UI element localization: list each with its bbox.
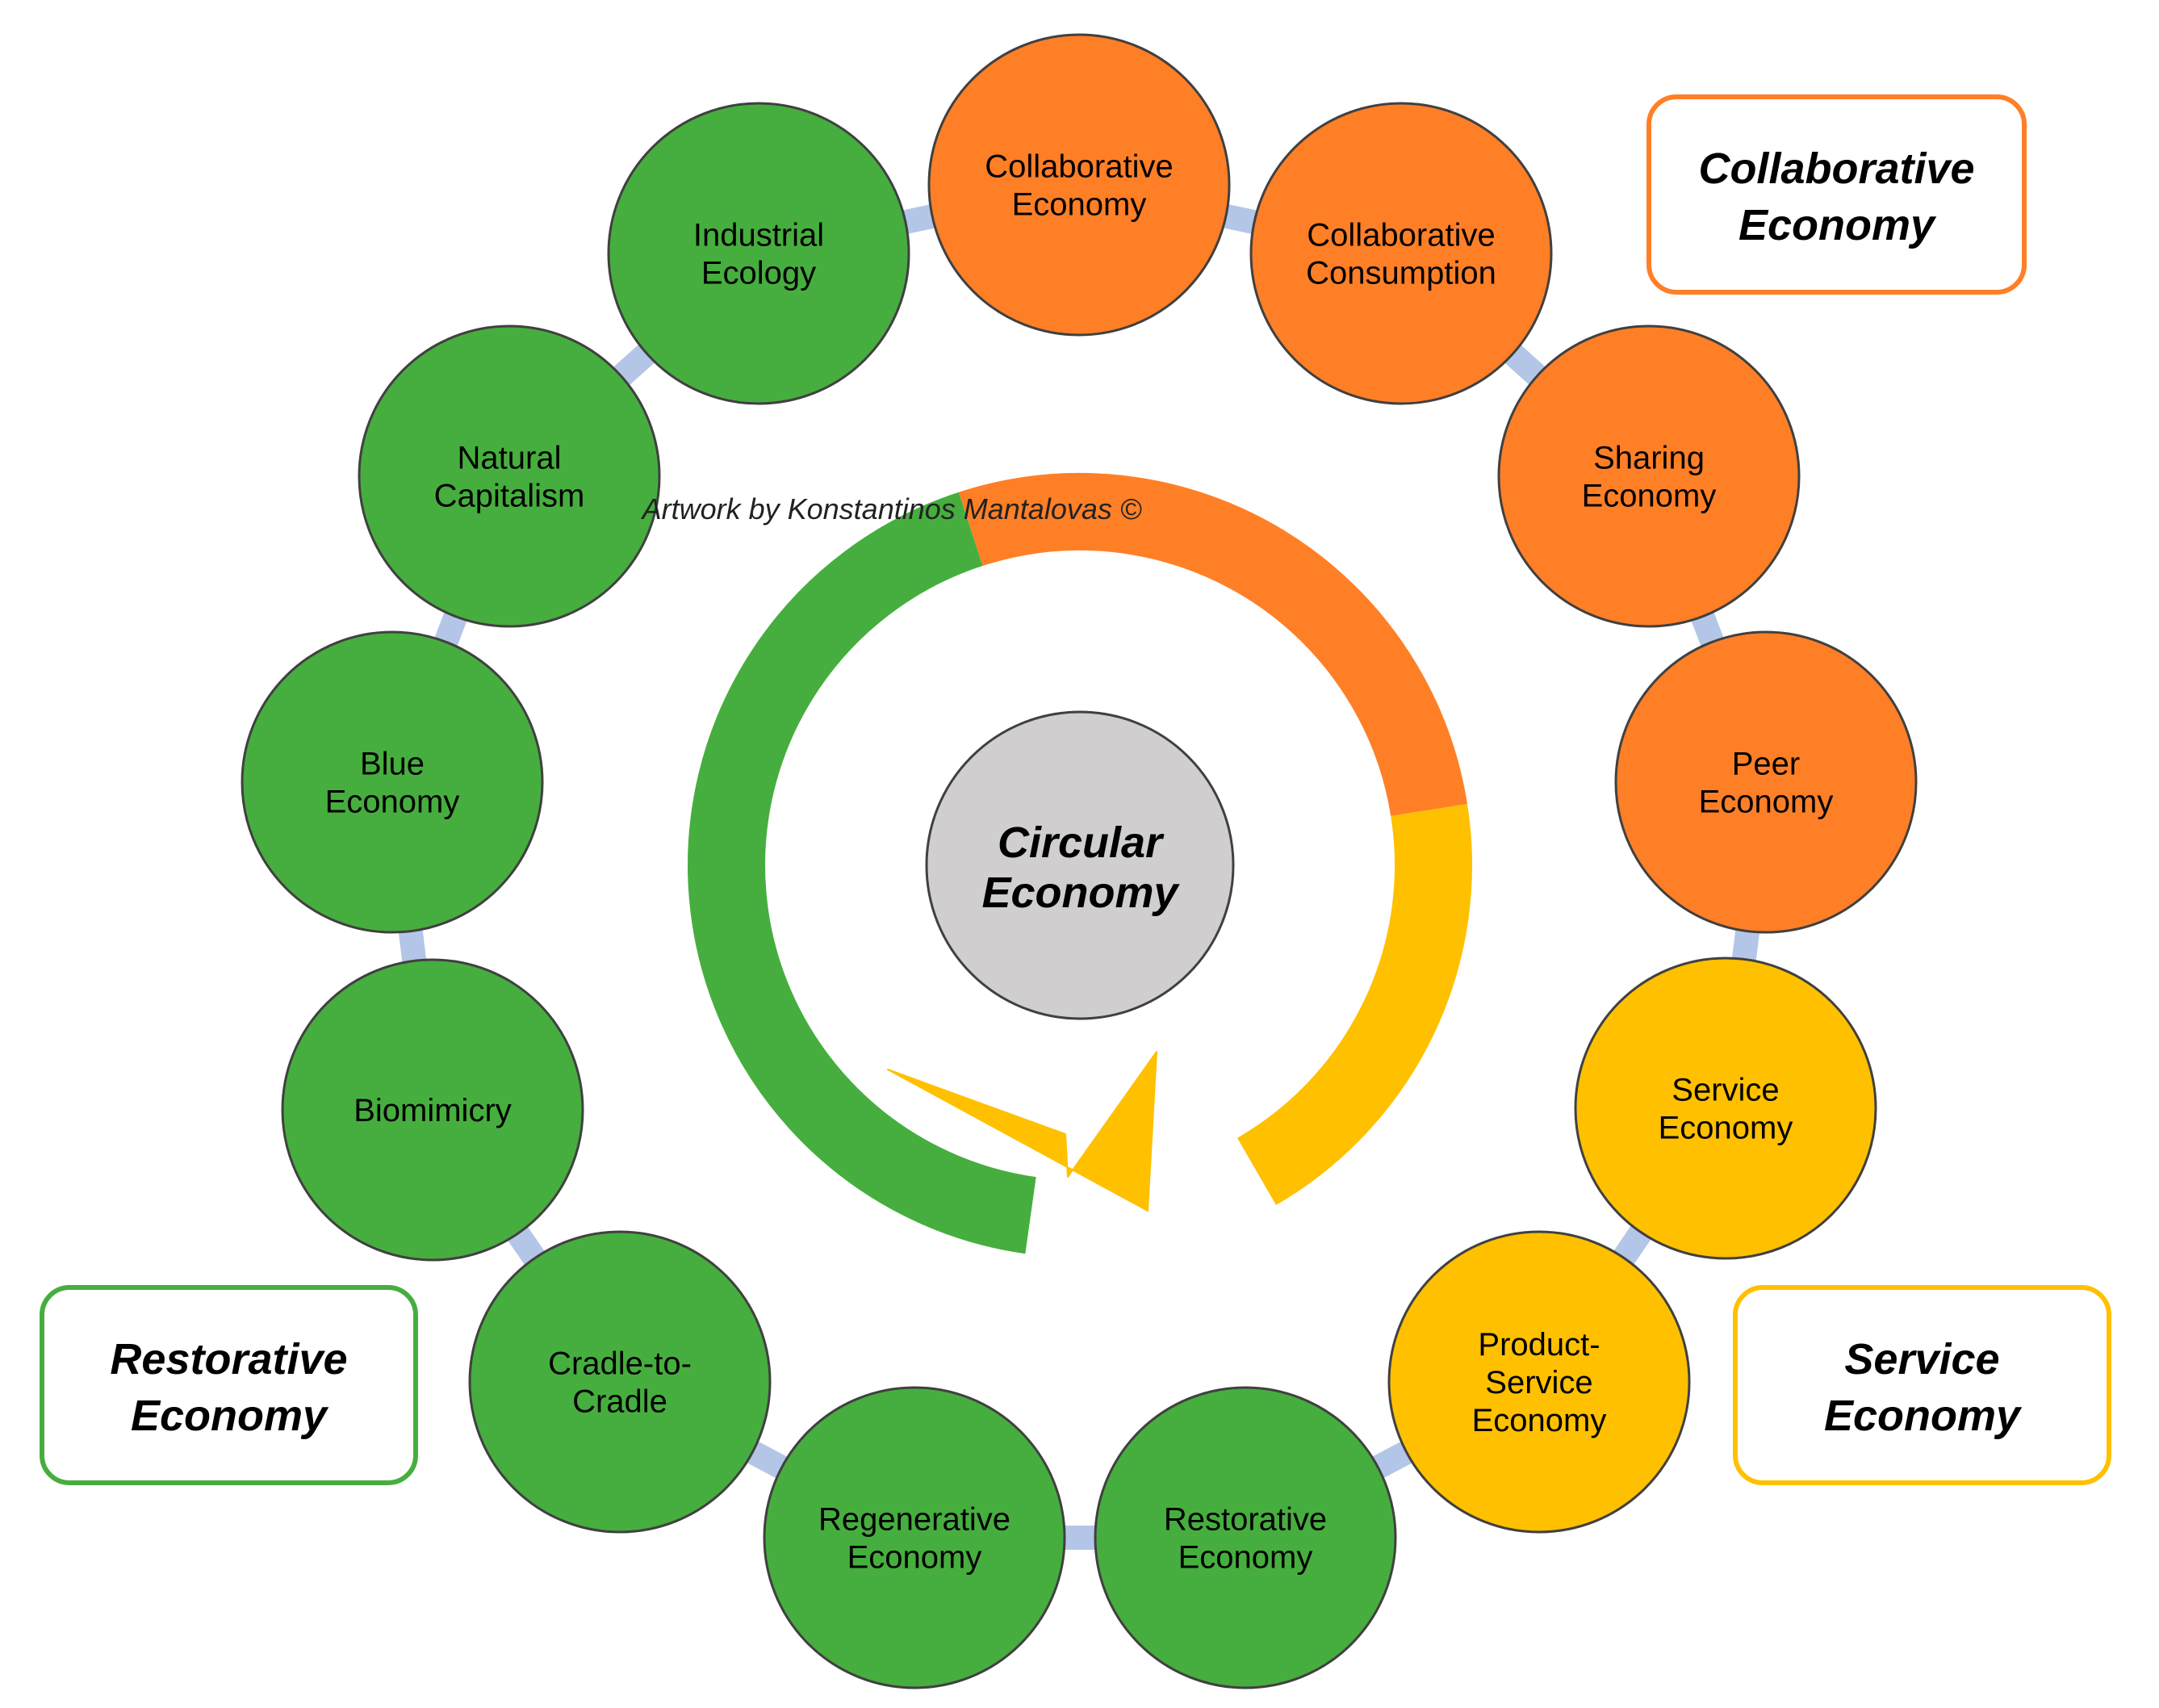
legend-box-label: Economy xyxy=(1738,201,1937,249)
legend-box-border xyxy=(40,1285,418,1485)
node-label: Product- xyxy=(1478,1327,1600,1363)
economy-nodes: CollaborativeEconomyCollaborativeConsump… xyxy=(241,33,1918,1689)
node-circle xyxy=(1387,1230,1691,1534)
legend-box-label: Service xyxy=(1844,1335,1999,1384)
legend-box-label: Collaborative xyxy=(1698,144,1974,193)
node-label: Service xyxy=(1485,1365,1592,1400)
node-circle xyxy=(763,1386,1066,1689)
node-label: Economy xyxy=(1178,1540,1313,1576)
node-circle xyxy=(1094,1386,1397,1689)
node-circle xyxy=(607,102,910,405)
legend-box-border xyxy=(1646,94,2027,295)
node-label: Cradle-to- xyxy=(548,1346,692,1382)
node-label: Restorative xyxy=(1164,1502,1327,1538)
node-circle xyxy=(1497,324,1801,628)
node-label: Capitalism xyxy=(434,479,585,514)
node-label: Economy xyxy=(1699,785,1834,820)
legend-box-label: Restorative xyxy=(110,1335,347,1384)
node-label: Economy xyxy=(1582,479,1717,514)
center-label: Circular xyxy=(998,818,1165,867)
legend-boxes: CollaborativeEconomyRestorativeEconomySe… xyxy=(40,94,2111,1485)
node-circle xyxy=(927,33,1231,337)
node-label: Economy xyxy=(847,1540,982,1576)
node-circle xyxy=(1614,630,1918,934)
node-label: Service xyxy=(1672,1073,1779,1108)
node-label: Biomimicry xyxy=(354,1093,512,1128)
node-label: Collaborative xyxy=(985,149,1173,185)
node-circle xyxy=(1249,102,1553,405)
node-circle xyxy=(358,324,661,628)
node-label: Collaborative xyxy=(1307,218,1495,253)
node-biomimicry: Biomimicry xyxy=(281,958,584,1262)
legend-box-border xyxy=(1733,1285,2111,1485)
node-label: Consumption xyxy=(1306,256,1496,291)
node-label: Economy xyxy=(1472,1403,1607,1438)
legend-box-label: Economy xyxy=(131,1392,329,1440)
node-label: Economy xyxy=(325,785,460,820)
node-label: Regenerative xyxy=(818,1502,1010,1538)
center-cycle-ring xyxy=(688,472,1472,1254)
node-label: Sharing xyxy=(1593,441,1705,476)
node-label: Natural xyxy=(458,441,562,476)
node-label: Peer xyxy=(1732,747,1801,782)
center-circle xyxy=(925,710,1235,1020)
ring-segment-restorative xyxy=(688,492,1036,1254)
node-label: Industrial xyxy=(693,218,824,253)
node-circle xyxy=(468,1230,772,1534)
node-label: Economy xyxy=(1012,187,1147,223)
cycle-arrowhead xyxy=(887,1051,1157,1212)
legend-box-label: Economy xyxy=(1824,1392,2023,1440)
node-circle xyxy=(1574,957,1877,1260)
node-label: Economy xyxy=(1659,1111,1793,1146)
center-label: Economy xyxy=(981,869,1180,917)
node-label: Ecology xyxy=(701,256,816,291)
node-circle xyxy=(281,958,584,1262)
node-label: Blue xyxy=(360,747,425,782)
node-cradle-to-cradle: Cradle-to-Cradle xyxy=(468,1230,772,1534)
node-label: Cradle xyxy=(572,1384,667,1420)
artwork-credit: Artwork by Konstantinos Mantalovas © xyxy=(641,492,1142,525)
node-circle xyxy=(241,630,544,934)
ring-segment-collaborative xyxy=(958,472,1468,817)
ring-segment-service xyxy=(1236,804,1472,1205)
